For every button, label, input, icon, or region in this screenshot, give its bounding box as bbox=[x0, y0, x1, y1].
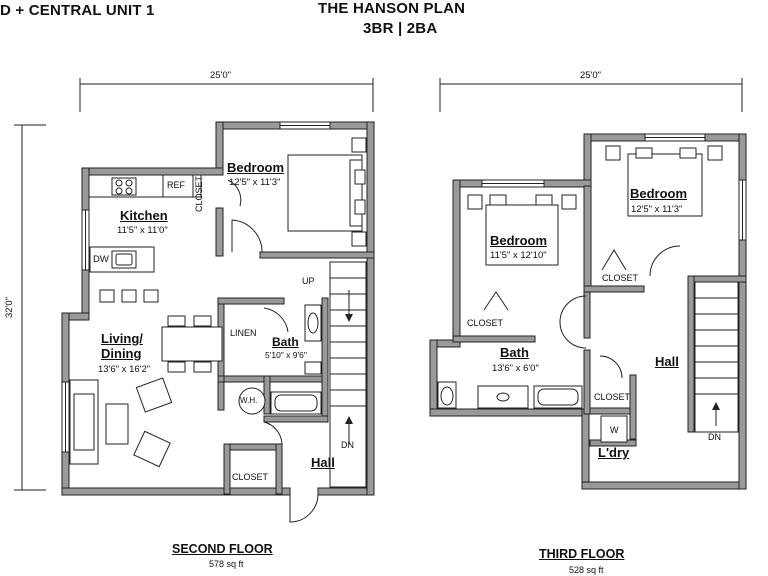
kitchen-dim: 11'5" x 11'0" bbox=[117, 225, 168, 236]
third-floor-closet-right-label: CLOSET bbox=[602, 273, 639, 283]
washer-label: W bbox=[610, 425, 619, 435]
second-floor-title: SECOND FLOOR bbox=[172, 542, 273, 556]
third-floor-bath-name: Bath bbox=[500, 345, 529, 360]
third-floor-bedroom-left-name: Bedroom bbox=[490, 233, 548, 248]
second-floor-hall-name: Hall bbox=[311, 455, 335, 470]
second-floor-bedroom-name: Bedroom bbox=[227, 160, 285, 175]
second-floor-bath-dim: 5'10" x 9'6" bbox=[265, 350, 307, 360]
second-floor-bedroom-dim: 12'5" x 11'3" bbox=[229, 177, 281, 188]
second-floor-closet-vertical-label: CLOSET bbox=[194, 175, 204, 212]
third-floor-beds bbox=[467, 145, 723, 266]
second-floor-windows bbox=[61, 121, 331, 453]
living-dim: 13'6" x 16'2" bbox=[98, 364, 151, 375]
third-floor-sqft: 528 sq ft bbox=[569, 565, 604, 575]
second-floor-doors bbox=[223, 179, 319, 523]
ref-label: REF bbox=[167, 180, 185, 190]
third-floor-width-dimension bbox=[439, 78, 743, 112]
second-floor-bath-fixtures bbox=[270, 304, 322, 415]
kitchen-counter bbox=[88, 174, 202, 198]
second-floor-stairs bbox=[329, 261, 367, 488]
third-floor-bath-dim: 13'6" x 6'0" bbox=[492, 363, 539, 374]
living-furniture bbox=[69, 377, 173, 468]
third-floor-bedroom-left-dim: 11'5" x 12'10" bbox=[490, 250, 547, 261]
kitchen-island bbox=[89, 246, 159, 303]
third-floor-bedroom-right-dim: 12'5" x 11'3" bbox=[631, 204, 683, 215]
water-heater-label: W.H. bbox=[240, 396, 258, 405]
third-floor-doors bbox=[483, 245, 681, 379]
second-floor-height-dimension bbox=[14, 124, 46, 491]
living-name-line2: Dining bbox=[101, 346, 142, 361]
third-floor-stairs bbox=[694, 281, 739, 433]
third-floor-title: THIRD FLOOR bbox=[539, 547, 625, 561]
unit-title: D + CENTRAL UNIT 1 bbox=[0, 2, 155, 19]
washer-icon bbox=[600, 415, 628, 443]
dining-table bbox=[161, 315, 223, 373]
living-name-line1: Living/ bbox=[101, 331, 143, 346]
second-floor-width-dim: 25'0" bbox=[210, 70, 232, 81]
second-floor-width-dimension bbox=[79, 78, 374, 112]
linen-label: LINEN bbox=[230, 328, 257, 338]
second-floor-closet-label: CLOSET bbox=[232, 472, 269, 482]
third-floor-bedroom-right-name: Bedroom bbox=[630, 186, 688, 201]
plan-name: THE HANSON PLAN bbox=[318, 0, 466, 17]
second-floor-bed bbox=[287, 137, 367, 247]
third-floor-bath-fixtures bbox=[437, 381, 583, 409]
third-floor-hall-name: Hall bbox=[655, 354, 679, 369]
second-floor-bath-name: Bath bbox=[272, 335, 299, 349]
laundry-name: L'dry bbox=[598, 445, 630, 460]
stairs-up-label: UP bbox=[302, 276, 315, 286]
third-floor-width-dim: 25'0" bbox=[580, 70, 602, 81]
third-floor-closet-small-label: CLOSET bbox=[594, 392, 631, 402]
second-floor-height-dim: 32'0" bbox=[4, 296, 15, 318]
plan-type: 3BR | 2BA bbox=[363, 20, 438, 37]
third-floor-windows bbox=[481, 133, 747, 241]
second-floor-stairs-down-label: DN bbox=[341, 440, 354, 450]
second-floor-sqft: 578 sq ft bbox=[209, 559, 244, 569]
third-floor-closet-left-label: CLOSET bbox=[467, 318, 504, 328]
kitchen-name: Kitchen bbox=[120, 208, 168, 223]
dishwasher-label: DW bbox=[93, 254, 109, 265]
third-floor-stairs-down-label: DN bbox=[708, 432, 721, 442]
